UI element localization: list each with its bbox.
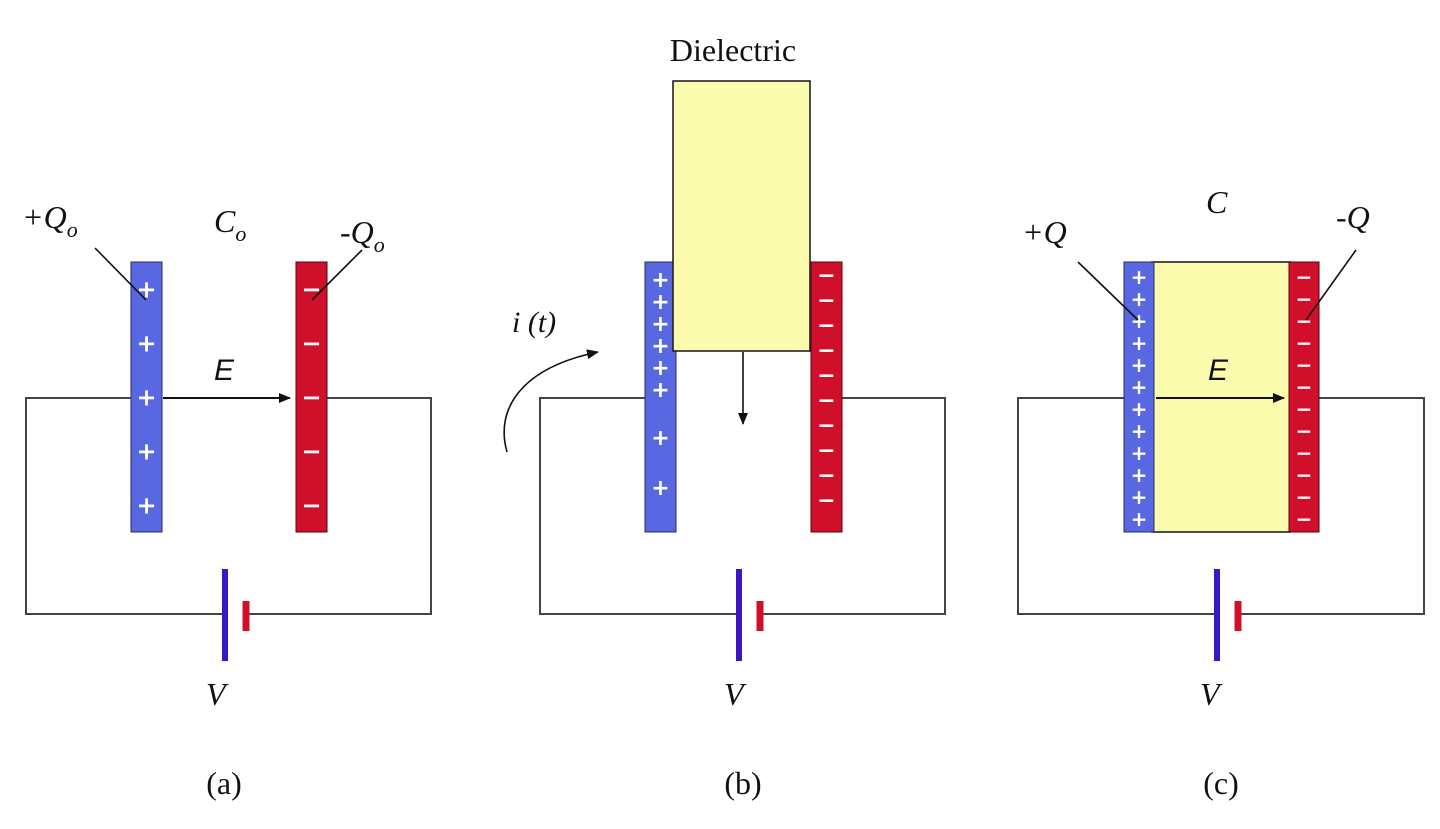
negative-charge-sign: − <box>817 388 835 413</box>
negative-charge-sign: − <box>817 288 835 313</box>
dielectric-label-b: Dielectric <box>670 32 796 68</box>
negative-charge-sign: − <box>817 438 835 463</box>
positive-charge-sign: + <box>1131 419 1148 443</box>
caption-c: (c) <box>1203 765 1239 801</box>
positive-charge-sign: + <box>1131 287 1148 311</box>
leader-line-neg-c <box>1305 249 1357 321</box>
current-arrow-b <box>503 349 599 453</box>
positive-charge-sign: + <box>136 330 156 358</box>
negative-charge-sign: − <box>1296 353 1313 377</box>
positive-charge-sign: + <box>1131 309 1148 333</box>
charge-label-pos-a: +Qo <box>22 199 78 242</box>
positive-charge-sign: + <box>651 378 669 403</box>
positive-charges-c: ++++++++++++ <box>1131 265 1148 531</box>
charge-label-pos-c: +Q <box>1022 214 1067 250</box>
negative-charges-b: −−−−−−−−−− <box>817 263 835 513</box>
negative-charges-c: −−−−−−−−−−−− <box>1296 265 1313 531</box>
negative-charge-sign: − <box>1296 441 1313 465</box>
positive-charge-sign: + <box>1131 375 1148 399</box>
positive-charge-sign: + <box>1131 507 1148 531</box>
circuit-wire-c <box>1017 397 1215 615</box>
caption-b: (b) <box>724 765 761 801</box>
positive-charge-sign: + <box>651 268 669 293</box>
positive-charge-sign: + <box>1131 463 1148 487</box>
positive-charge-sign: + <box>1131 353 1148 377</box>
negative-charge-sign: − <box>301 438 321 466</box>
negative-charge-sign: − <box>1296 397 1313 421</box>
negative-charge-sign: − <box>817 263 835 288</box>
circuit-wire-c-right <box>1241 397 1425 615</box>
battery-label-a: V <box>206 676 229 712</box>
positive-charge-sign: + <box>136 384 156 412</box>
negative-charge-sign: − <box>1296 375 1313 399</box>
charge-label-neg-c: -Q <box>1336 199 1370 235</box>
negative-plate-c <box>1288 261 1320 533</box>
positive-charge-sign: + <box>651 356 669 381</box>
capacitance-label-a: Co <box>214 203 246 246</box>
charge-label-neg-a: -Qo <box>340 214 385 257</box>
battery-label-b: V <box>724 676 747 712</box>
positive-charge-sign: + <box>651 426 669 451</box>
panel-b: ++++++++ −−−−−−−−−− Dielectric i (t) V (… <box>503 32 946 801</box>
negative-charge-sign: − <box>301 492 321 520</box>
positive-charge-sign: + <box>1131 485 1148 509</box>
negative-charge-sign: − <box>301 330 321 358</box>
positive-plate-a <box>130 261 163 533</box>
negative-charge-sign: − <box>817 313 835 338</box>
negative-plate-b <box>810 261 843 533</box>
positive-plate-c <box>1123 261 1155 533</box>
negative-charge-sign: − <box>817 338 835 363</box>
dielectric-slab-b <box>672 80 811 352</box>
positive-charge-sign: + <box>136 276 156 304</box>
negative-charge-sign: − <box>1296 463 1313 487</box>
negative-charge-sign: − <box>817 463 835 488</box>
positive-charge-sign: + <box>136 438 156 466</box>
caption-a: (a) <box>206 765 242 801</box>
positive-charge-sign: + <box>1131 397 1148 421</box>
positive-charges-b: ++++++++ <box>651 268 669 501</box>
leader-line-pos-a <box>94 247 147 301</box>
negative-charges-a: − − − − − <box>301 276 321 520</box>
field-label-c: E <box>1208 354 1229 387</box>
positive-charge-sign: + <box>136 492 156 520</box>
positive-charge-sign: + <box>651 476 669 501</box>
negative-charge-sign: − <box>1296 507 1313 531</box>
positive-charge-sign: + <box>651 334 669 359</box>
positive-charge-sign: + <box>651 290 669 315</box>
positive-charge-sign: + <box>1131 331 1148 355</box>
positive-plate-b <box>644 261 677 533</box>
negative-charge-sign: − <box>301 276 321 304</box>
panel-c: ++++++++++++ −−−−−−−−−−−− E +Q C -Q V (c… <box>1017 184 1425 801</box>
panel-a: + + + + + − − − − − +Qo Co -Qo E V (a) <box>22 199 432 801</box>
negative-charge-sign: − <box>301 384 321 412</box>
capacitance-label-c: C <box>1206 184 1228 220</box>
field-label-a: E <box>214 354 235 387</box>
negative-charge-sign: − <box>1296 331 1313 355</box>
positive-charges-a: + + + + + <box>136 276 156 520</box>
circuit-wire-b <box>539 397 737 615</box>
negative-charge-sign: − <box>817 488 835 513</box>
negative-charge-sign: − <box>1296 419 1313 443</box>
negative-charge-sign: − <box>1296 309 1313 333</box>
negative-charge-sign: − <box>1296 287 1313 311</box>
negative-charge-sign: − <box>817 413 835 438</box>
negative-plate-a <box>295 261 328 533</box>
circuit-wire-a-right <box>249 397 432 615</box>
leader-line-pos-c <box>1077 261 1139 321</box>
positive-charge-sign: + <box>1131 441 1148 465</box>
negative-charge-sign: − <box>1296 485 1313 509</box>
battery-label-c: V <box>1200 676 1223 712</box>
circuit-wire-b-right <box>763 397 946 615</box>
negative-charge-sign: − <box>817 363 835 388</box>
positive-charge-sign: + <box>1131 265 1148 289</box>
current-label-b: i (t) <box>512 306 556 339</box>
leader-line-neg-a <box>311 249 363 301</box>
negative-charge-sign: − <box>1296 265 1313 289</box>
positive-charge-sign: + <box>651 312 669 337</box>
circuit-wire-a <box>25 397 223 615</box>
